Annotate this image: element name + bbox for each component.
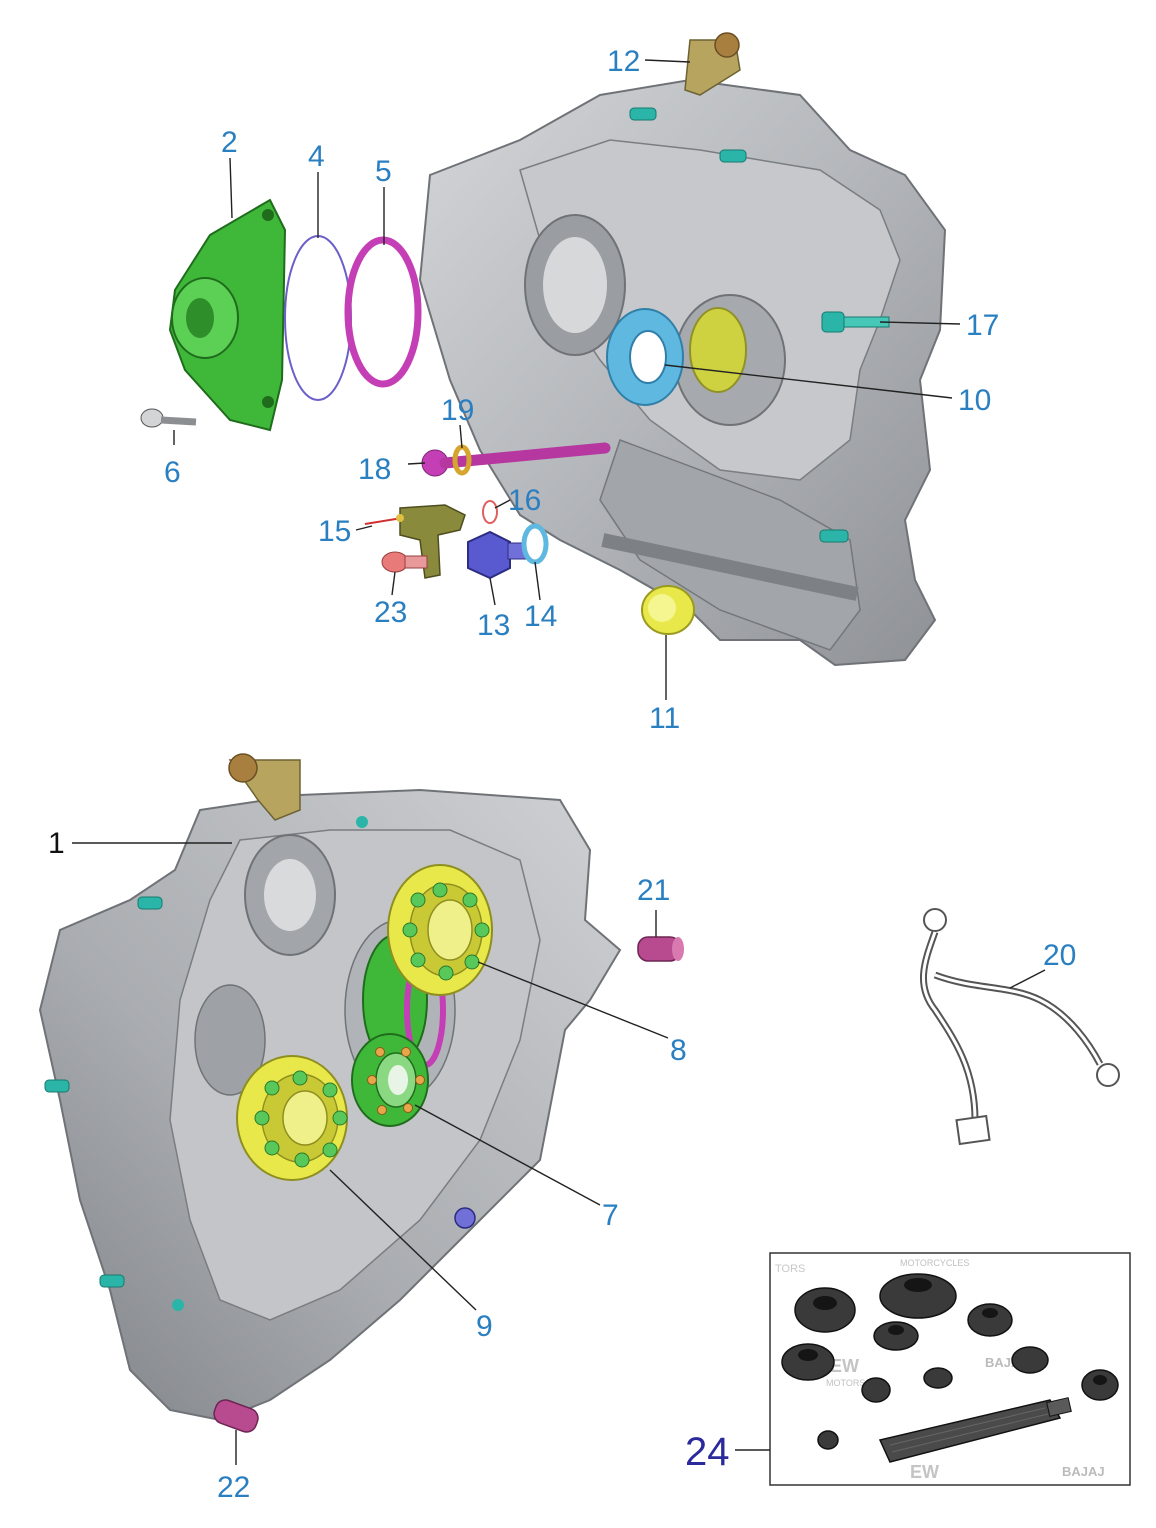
label-part-10: 10 <box>958 384 991 417</box>
wire-harness-20 <box>919 908 1120 1146</box>
label-part-23: 23 <box>374 596 407 629</box>
plug-11 <box>641 585 695 635</box>
sensor-15 <box>364 504 466 579</box>
dowel-21 <box>637 936 684 962</box>
label-part-21: 21 <box>637 874 670 907</box>
ring-16 <box>482 500 498 524</box>
case-bolts-lower <box>44 816 368 1311</box>
tool-kit-24: TORS MOTORCYCLES BAJAJ EW MOTORS BAJAJ E… <box>769 1252 1131 1486</box>
case-bolts-upper <box>629 107 849 543</box>
gasket-5 <box>344 236 422 388</box>
label-part-17: 17 <box>966 309 999 342</box>
kit-watermark-5: MOTORS <box>826 1378 865 1388</box>
label-part-7: 7 <box>602 1199 619 1232</box>
label-part-1: 1 <box>48 827 65 860</box>
label-part-19: 19 <box>441 394 474 427</box>
label-part-4: 4 <box>308 140 325 173</box>
dowel-22 <box>213 1399 259 1433</box>
label-part-24: 24 <box>685 1430 730 1474</box>
bolt-17 <box>821 311 890 333</box>
oil-seal-10 <box>606 308 684 406</box>
bearing-8 <box>387 864 493 996</box>
kit-watermark-2: MOTORCYCLES <box>900 1258 969 1268</box>
kit-watermark-4: EW <box>830 1356 859 1376</box>
label-part-15: 15 <box>318 515 351 548</box>
plug-13 <box>467 530 527 580</box>
right-crankcase-half <box>418 32 947 667</box>
cover-2 <box>168 198 287 432</box>
label-part-8: 8 <box>670 1034 687 1067</box>
label-part-2: 2 <box>221 126 238 159</box>
callout-labels: 1 2 4 5 6 7 8 9 10 11 12 13 14 15 16 17 … <box>48 45 1076 1504</box>
washer-14 <box>521 523 549 565</box>
label-part-16: 16 <box>508 484 541 517</box>
label-part-22: 22 <box>217 1471 250 1504</box>
label-part-20: 20 <box>1043 939 1076 972</box>
bearing-7 <box>351 1033 429 1127</box>
label-part-14: 14 <box>524 600 557 633</box>
label-part-13: 13 <box>477 609 510 642</box>
screw-23 <box>381 551 428 573</box>
o-ring-4 <box>284 235 352 401</box>
kit-watermark-6: BAJAJ <box>1062 1464 1105 1479</box>
label-part-12: 12 <box>607 45 640 78</box>
bearing-9 <box>236 1055 348 1181</box>
kit-watermark-1: TORS <box>775 1263 805 1275</box>
kit-watermark-7: EW <box>910 1462 939 1482</box>
screw-6 <box>140 408 197 428</box>
leader-lines <box>72 59 1046 1465</box>
label-part-18: 18 <box>358 453 391 486</box>
bolt-18 <box>421 442 611 477</box>
label-part-9: 9 <box>476 1310 493 1343</box>
label-part-6: 6 <box>164 456 181 489</box>
label-part-11: 11 <box>649 702 680 735</box>
label-part-5: 5 <box>375 155 392 188</box>
